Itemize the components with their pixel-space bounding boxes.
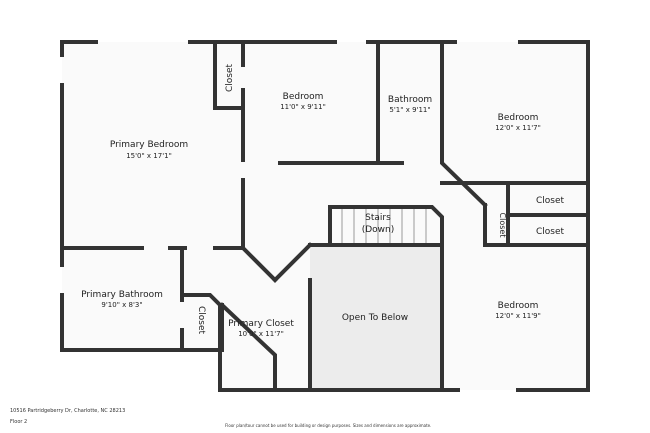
room-bedroom-2: Bedroom: [498, 113, 539, 123]
stair-treads: [341, 209, 427, 243]
room-closet-small: Closet: [498, 213, 507, 238]
room-primary-bedroom: Primary Bedroom: [110, 140, 188, 150]
room-closet-top: Closet: [225, 64, 235, 93]
walls: [60, 40, 590, 392]
room-open-to-below: Open To Below: [342, 313, 408, 323]
room-bedroom-3-size: 12'0" x 11'9": [495, 312, 541, 320]
room-closet-right-2: Closet: [536, 227, 565, 237]
room-primary-closet-size: 10'0" x 11'7": [238, 330, 284, 338]
room-primary-bathroom: Primary Bathroom: [81, 290, 163, 300]
room-bedroom-1-size: 11'0" x 9'11": [280, 103, 326, 111]
disclaimer: Floor plan/tour cannot be used for build…: [225, 423, 432, 428]
room-bathroom: Bathroom: [388, 95, 432, 105]
room-stairs-direction: (Down): [362, 225, 395, 235]
open-to-below-area: [310, 245, 442, 388]
room-primary-bedroom-size: 15'0" x 17'1": [126, 152, 172, 160]
room-bedroom-3: Bedroom: [498, 301, 539, 311]
floor-label: Floor 2: [10, 419, 28, 425]
room-bedroom-1: Bedroom: [283, 92, 324, 102]
address-label: 10516 Partridgeberry Dr, Charlotte, NC 2…: [10, 408, 126, 414]
room-bathroom-size: 5'1" x 9'11": [389, 106, 430, 114]
room-primary-closet: Primary Closet: [228, 319, 294, 329]
room-closet-bath: Closet: [196, 306, 206, 335]
room-primary-bathroom-size: 9'10" x 8'3": [101, 301, 142, 309]
room-closet-right-1: Closet: [536, 196, 565, 206]
floor-area: [62, 42, 588, 390]
room-stairs: Stairs: [365, 213, 391, 223]
room-bedroom-2-size: 12'0" x 11'7": [495, 124, 541, 132]
